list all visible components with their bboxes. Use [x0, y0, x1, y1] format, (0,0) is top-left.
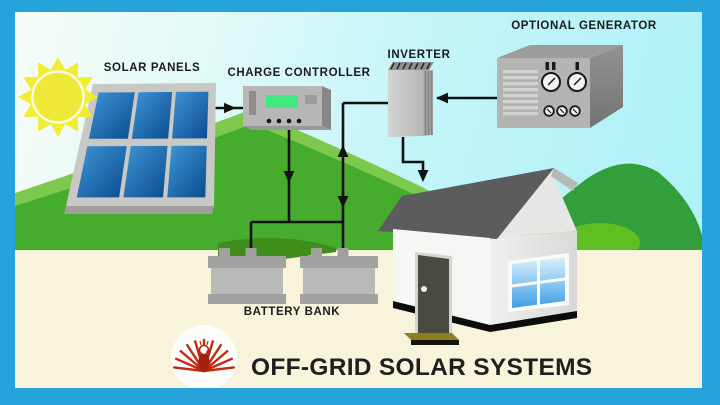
label-charge-controller: CHARGE CONTROLLER	[227, 67, 371, 79]
label-solar-panels: SOLAR PANELS	[103, 62, 201, 74]
slide-title: OFF-GRID SOLAR SYSTEMS	[251, 354, 593, 381]
label-battery-bank: BATTERY BANK	[243, 306, 341, 318]
label-optional-generator: OPTIONAL GENERATOR	[511, 20, 657, 32]
label-inverter: INVERTER	[387, 49, 451, 61]
